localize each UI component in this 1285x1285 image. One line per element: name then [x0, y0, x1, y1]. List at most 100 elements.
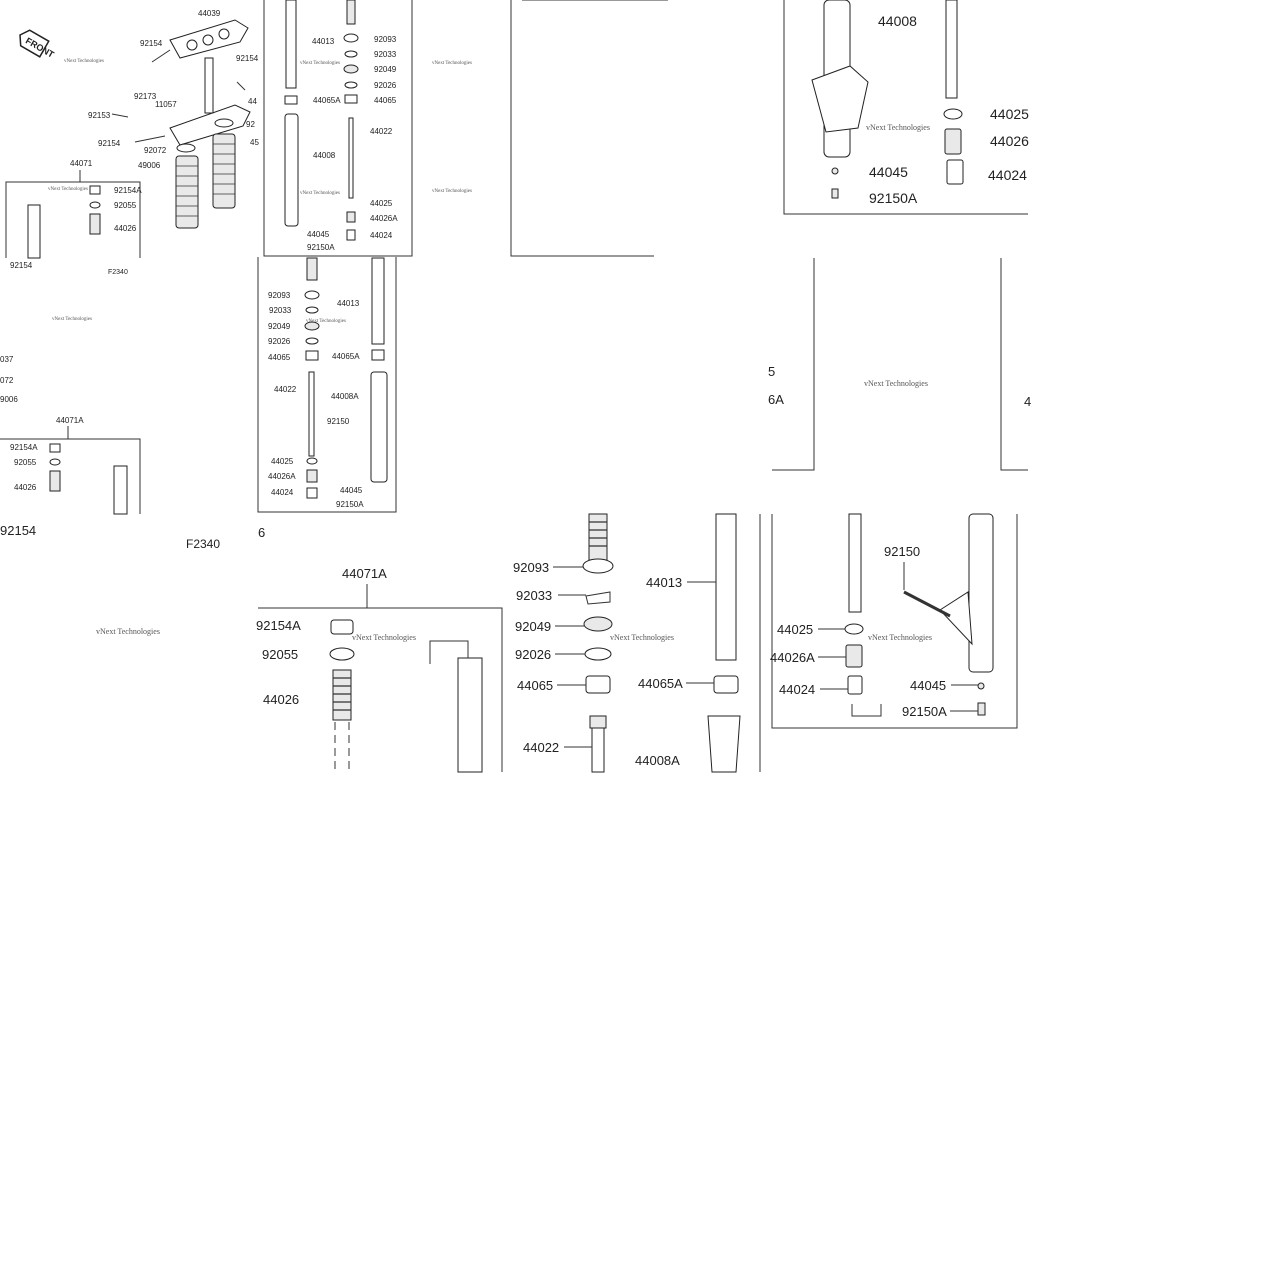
label-92154: 92154 [236, 54, 259, 63]
front-arrow-icon: FRONT [19, 29, 56, 60]
fragment-6: 6 [258, 525, 265, 540]
label-44013: 44013 [337, 299, 360, 308]
label-44025: 44025 [370, 199, 393, 208]
label-92055: 92055 [114, 201, 137, 210]
panel-center-middle: 92093 92033 92049 92026 44065 44022 4402… [257, 257, 397, 513]
label-92049: 92049 [515, 619, 551, 634]
label-44025: 44025 [271, 457, 294, 466]
label-92033: 92033 [516, 588, 552, 603]
label-92033: 92033 [374, 50, 397, 59]
label-44039: 44039 [198, 9, 221, 18]
label-44-fragment: 44 [248, 97, 257, 106]
label-44026A: 44026A [770, 650, 815, 665]
label-44065: 44065 [517, 678, 553, 693]
label-92049: 92049 [374, 65, 397, 74]
label-92093: 92093 [513, 560, 549, 575]
label-44071: 44071 [70, 159, 93, 168]
figure-code: F2340 [186, 537, 220, 551]
watermark: vNext Technologies [432, 61, 472, 66]
fragment-9006: 9006 [0, 395, 18, 404]
watermark: vNext Technologies [300, 61, 340, 66]
panel-bottom-left: 44071A 92154A 92055 44026 vNext Technolo… [256, 566, 503, 773]
watermark: vNext Technologies [52, 317, 92, 322]
label-92-fragment: 92 [246, 120, 255, 129]
label-49006: 49006 [138, 161, 161, 170]
label-92093: 92093 [374, 35, 397, 44]
label-11057: 11057 [155, 100, 177, 109]
label-44026A: 44026A [370, 214, 398, 223]
label-44026: 44026 [990, 133, 1029, 149]
label-44065A: 44065A [332, 352, 360, 361]
fragment-5: 5 [768, 364, 775, 379]
watermark: vNext Technologies [352, 633, 416, 642]
watermark: vNext Technologies [48, 187, 88, 192]
label-92150A: 92150A [902, 704, 947, 719]
label-92154: 92154 [140, 39, 163, 48]
watermark: vNext Technologies [864, 379, 928, 388]
label-92150A: 92150A [307, 243, 335, 252]
fragment-037: 037 [0, 355, 14, 364]
panel-top-middle: 44013 92093 92033 92049 92026 44065 4406… [263, 0, 668, 257]
label-44022: 44022 [370, 127, 393, 136]
label-92072: 92072 [144, 146, 167, 155]
label-44024: 44024 [988, 167, 1027, 183]
panel-top-left: FRONT 44039 92154 92154 92173 11057 9215… [5, 9, 259, 276]
label-44026: 44026 [114, 224, 137, 233]
figure-code: F2340 [108, 269, 128, 276]
label-92093: 92093 [268, 291, 291, 300]
label-92150: 92150 [327, 417, 350, 426]
watermark: vNext Technologies [300, 191, 340, 196]
label-92154: 92154 [98, 139, 121, 148]
watermark: vNext Technologies [306, 319, 346, 324]
label-44045: 44045 [307, 230, 330, 239]
watermark: vNext Technologies [866, 123, 930, 132]
label-92173: 92173 [134, 92, 157, 101]
label-92049: 92049 [268, 322, 291, 331]
label-44024: 44024 [271, 488, 294, 497]
label-4-fragment: 4 [1024, 394, 1031, 409]
panel-bottom-right: 92150 44025 44026A 44024 44045 92150A vN… [770, 513, 1018, 729]
label-44065A: 44065A [313, 96, 341, 105]
label-44071A: 44071A [342, 566, 387, 581]
fragment-6a: 6A [768, 392, 784, 407]
label-92026: 92026 [374, 81, 397, 90]
panel-right-middle: 5 6A 4 vNext Technologies [768, 258, 1031, 471]
label-44008: 44008 [313, 151, 336, 160]
label-92154: 92154 [0, 523, 36, 538]
label-44026A: 44026A [268, 472, 296, 481]
label-92026: 92026 [268, 337, 291, 346]
fragment-072: 072 [0, 376, 14, 385]
label-44022: 44022 [274, 385, 297, 394]
label-92153: 92153 [88, 111, 111, 120]
label-44045: 44045 [910, 678, 946, 693]
label-44008: 44008 [878, 13, 917, 29]
label-92033: 92033 [269, 306, 292, 315]
label-92150: 92150 [884, 544, 920, 559]
label-44045: 44045 [869, 164, 908, 180]
label-44071A: 44071A [56, 416, 84, 425]
label-92154: 92154 [10, 261, 33, 270]
label-92154A: 92154A [10, 443, 38, 452]
watermark: vNext Technologies [610, 633, 674, 642]
label-44045: 44045 [340, 486, 363, 495]
label-44025: 44025 [777, 622, 813, 637]
label-44008A: 44008A [635, 753, 680, 768]
label-44026: 44026 [14, 483, 37, 492]
label-44025: 44025 [990, 106, 1029, 122]
label-92026: 92026 [515, 647, 551, 662]
label-92150A: 92150A [869, 190, 918, 206]
watermark: vNext Technologies [432, 189, 472, 194]
panel-bottom-center: 92093 92033 92049 92026 44065 44022 4401… [513, 513, 761, 773]
label-92055: 92055 [14, 458, 37, 467]
watermark: vNext Technologies [64, 59, 104, 64]
label-44065A: 44065A [638, 676, 683, 691]
label-44026: 44026 [263, 692, 299, 707]
label-44024: 44024 [779, 682, 815, 697]
label-92154A: 92154A [114, 186, 142, 195]
label-92150A: 92150A [336, 500, 364, 509]
panel-left-middle: 037 072 9006 vNext Technologies 44071A 9… [0, 317, 265, 636]
label-44024: 44024 [370, 231, 393, 240]
watermark: vNext Technologies [868, 633, 932, 642]
label-92154A: 92154A [256, 618, 301, 633]
